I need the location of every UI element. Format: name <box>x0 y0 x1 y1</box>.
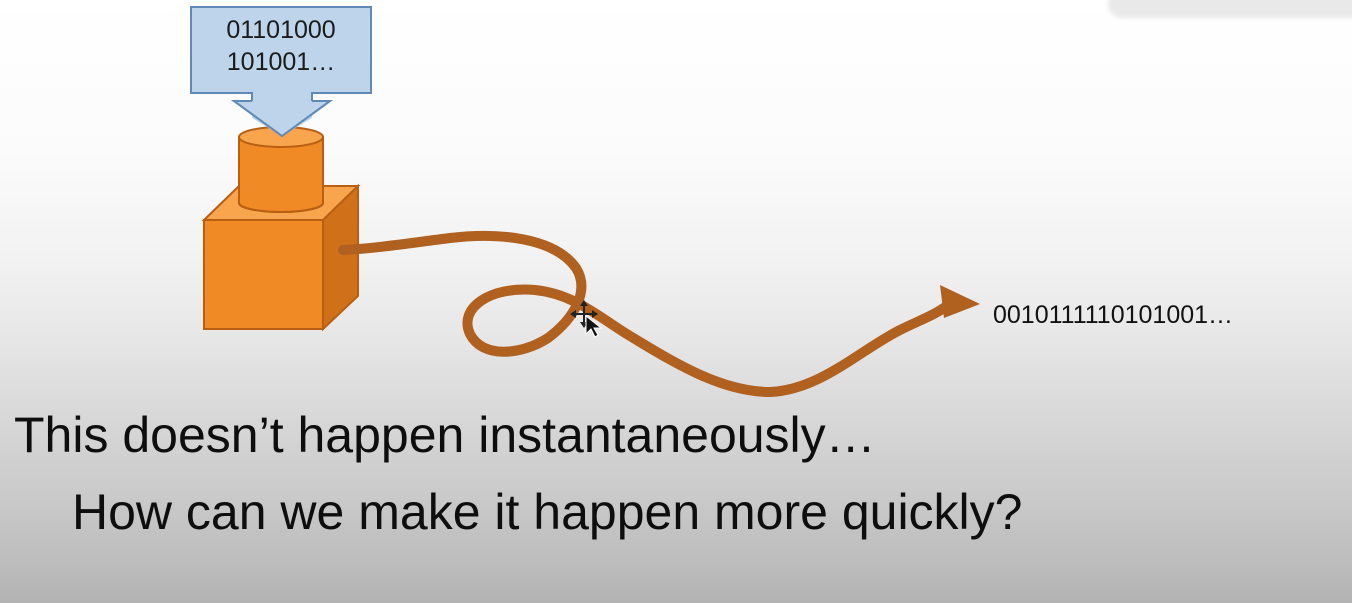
transmission-diagram <box>190 6 980 397</box>
callout-arrow-tip <box>252 101 312 136</box>
transmission-wire <box>338 230 953 397</box>
move-cursor-icon <box>570 300 603 338</box>
output-bits-label: 0010111110101001… <box>993 301 1234 329</box>
transmitter-device <box>201 126 361 332</box>
input-bits-line-2: 101001… <box>226 48 336 76</box>
input-bits-label: 01101000 101001… <box>190 14 372 78</box>
input-bits-line-1: 01101000 <box>226 16 336 44</box>
caption-line-2: How can we make it happen more quickly? <box>72 484 1023 540</box>
caption-line-1: This doesn’t happen instantaneously… <box>14 407 876 463</box>
wire-arrowhead <box>940 285 980 318</box>
window-corner-shadow <box>1108 0 1352 18</box>
